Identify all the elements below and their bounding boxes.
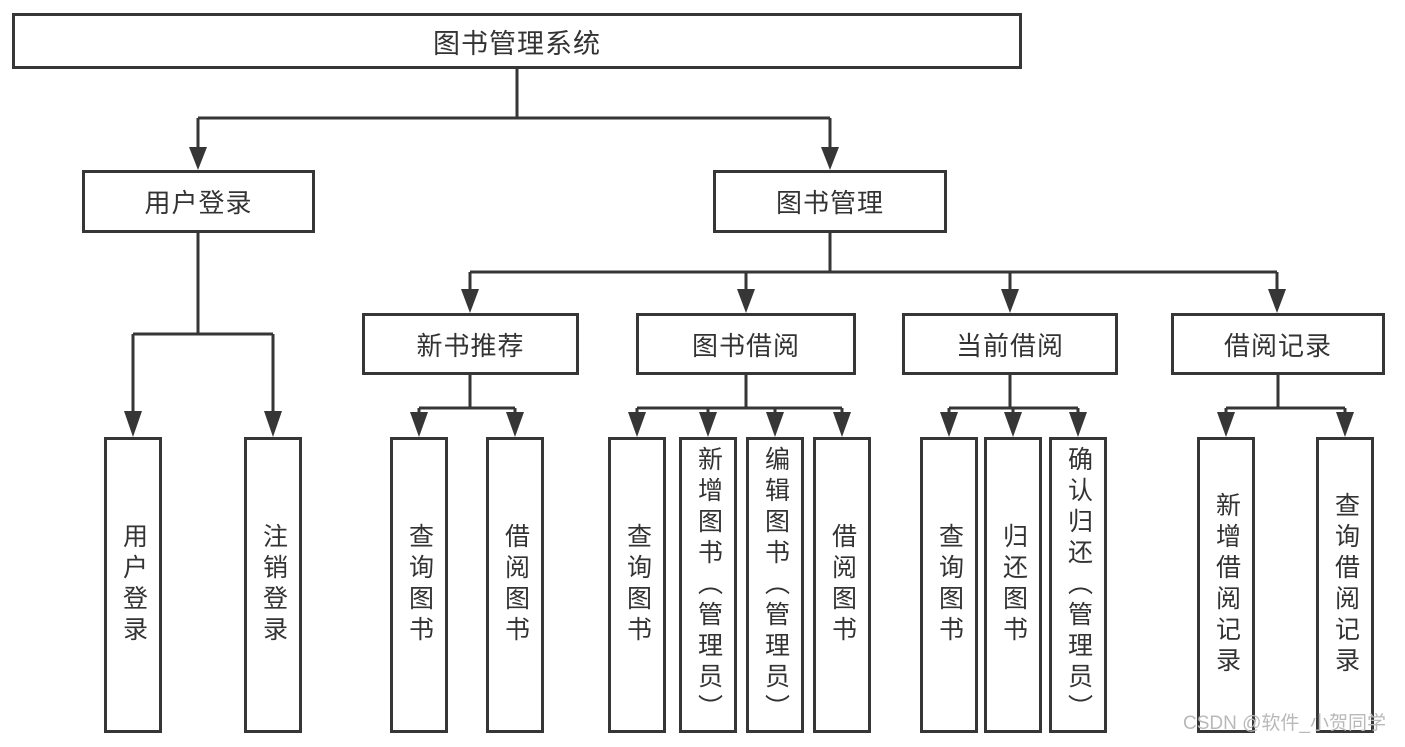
node-book-management: 图书管理 [713, 170, 947, 233]
arrow-icon [821, 147, 839, 170]
node-label: 借阅记录 [1223, 330, 1332, 361]
leaf-edit-book-admin: 编辑图书（管理员） [746, 437, 804, 733]
arrow-icon [1217, 412, 1235, 437]
node-current-borrowing: 当前借阅 [902, 313, 1118, 375]
arrow-icon [189, 147, 207, 170]
leaf-label: 新增借阅记录 [1212, 492, 1241, 678]
node-user-login: 用户登录 [82, 170, 315, 233]
arrow-icon [1001, 289, 1019, 313]
leaf-label: 查询借阅记录 [1331, 492, 1360, 678]
arrow-icon [410, 412, 428, 437]
arrow-icon [737, 289, 755, 313]
node-library-management-system: 图书管理系统 [12, 13, 1022, 69]
node-label: 图书管理系统 [433, 28, 601, 59]
leaf-label: 查询图书 [405, 523, 434, 647]
arrow-icon [766, 412, 784, 437]
leaf-label: 归还图书 [999, 523, 1028, 647]
leaf-return-books: 归还图书 [984, 437, 1042, 733]
arrow-icon [1268, 289, 1286, 313]
arrow-icon [1069, 412, 1087, 437]
leaf-borrow-books: 借阅图书 [813, 437, 871, 733]
leaf-label: 借阅图书 [501, 523, 530, 647]
leaf-confirm-return-admin: 确认归还（管理员） [1049, 437, 1107, 733]
leaf-borrow-books-recommend: 借阅图书 [486, 437, 544, 733]
node-label: 当前借阅 [955, 330, 1064, 361]
node-book-borrowing: 图书借阅 [636, 313, 856, 375]
leaf-label: 新增图书（管理员） [694, 445, 723, 725]
arrow-icon [124, 411, 142, 437]
node-borrow-records: 借阅记录 [1171, 313, 1385, 375]
leaf-query-books-borrowing: 查询图书 [608, 437, 666, 733]
leaf-label: 编辑图书（管理员） [761, 445, 790, 725]
arrow-icon [833, 412, 851, 437]
leaf-user-login: 用户登录 [104, 437, 162, 733]
arrow-icon [628, 412, 646, 437]
leaf-query-books-current: 查询图书 [920, 437, 978, 733]
arrow-icon [1336, 412, 1354, 437]
node-label: 图书管理 [775, 188, 884, 218]
leaf-label: 用户登录 [119, 523, 148, 647]
node-new-book-recommendation: 新书推荐 [362, 313, 579, 375]
node-label: 用户登录 [144, 188, 253, 218]
arrow-icon [940, 412, 958, 437]
leaf-add-borrow-record: 新增借阅记录 [1197, 437, 1255, 733]
leaf-label: 注销登录 [259, 523, 288, 647]
leaf-label: 借阅图书 [828, 523, 857, 647]
node-label: 新书推荐 [416, 330, 525, 361]
leaf-query-borrow-record: 查询借阅记录 [1316, 437, 1374, 733]
leaf-label: 确认归还（管理员） [1064, 445, 1093, 725]
node-label: 图书借阅 [691, 330, 800, 361]
csdn-watermark: CSDN @软件_小贺同学 [1183, 713, 1386, 734]
leaf-label: 查询图书 [623, 523, 652, 647]
arrowheads [124, 147, 1354, 437]
arrow-icon [461, 289, 479, 313]
leaf-query-books-recommend: 查询图书 [390, 437, 448, 733]
leaf-add-book-admin: 新增图书（管理员） [679, 437, 737, 733]
arrow-icon [506, 412, 524, 437]
arrow-icon [264, 411, 282, 437]
arrow-icon [1004, 412, 1022, 437]
leaf-logout: 注销登录 [244, 437, 302, 733]
arrow-icon [699, 412, 717, 437]
leaf-label: 查询图书 [935, 523, 964, 647]
